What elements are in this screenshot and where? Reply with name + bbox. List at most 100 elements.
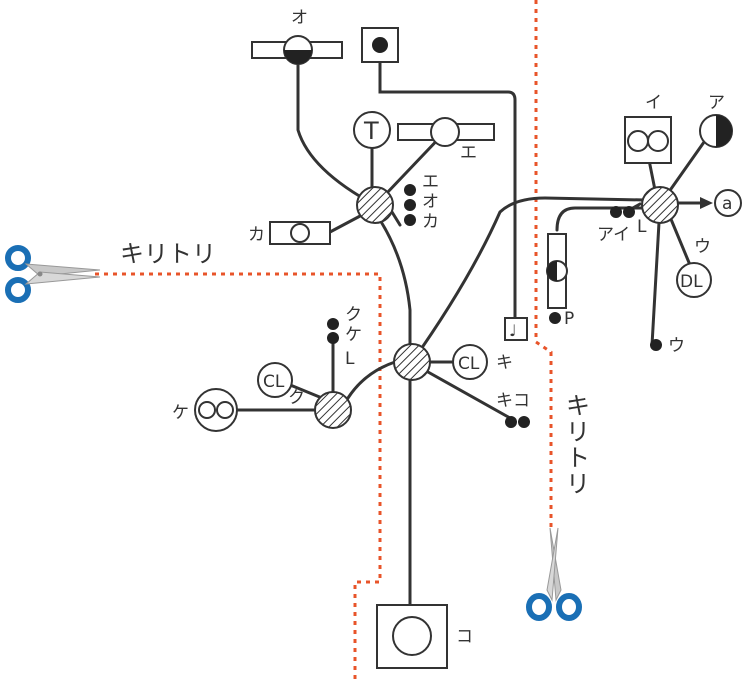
cl-ki-label: CL: [458, 354, 480, 374]
switch-t-label: T: [363, 117, 379, 145]
receptacle-i-right: [647, 130, 669, 152]
cut-line-left: [95, 272, 382, 682]
label-ke: ケ: [172, 403, 189, 423]
wire-junction3-to-p: [555, 206, 647, 232]
box-dot-frame: [361, 27, 399, 63]
label-u2: ウ: [668, 336, 685, 356]
switch-t: T: [353, 111, 391, 149]
cut-label-left: キリトリ: [120, 240, 216, 268]
dot-ku: [327, 318, 339, 330]
dot-ki: [505, 416, 517, 428]
label-ko: コ: [456, 627, 473, 647]
lamp-lower-half: [284, 50, 312, 64]
cut-label-right-1: キ: [566, 392, 590, 420]
receptacle-i: イ: [624, 93, 672, 164]
cut-label-right-3: ト: [566, 444, 590, 472]
scissor-pivot: [37, 271, 43, 277]
lamp-p: P: [546, 233, 574, 329]
cut-label-right-group: キ リ ト リ: [566, 392, 590, 498]
cut-label-right-4: リ: [566, 470, 590, 498]
wires: [234, 50, 713, 607]
scissor2-blade-right: [546, 527, 559, 602]
cl-ku-circle: [257, 362, 293, 398]
wire-junction2-to-junction3: [410, 196, 647, 364]
arrow-head: [700, 197, 713, 209]
circle-a: [714, 189, 742, 217]
label-ki: キ: [496, 353, 513, 373]
scissor2-handle-left: [526, 593, 552, 621]
label-stack-o: オ: [422, 192, 439, 212]
wire-junction3-to-a: [664, 133, 711, 198]
label-o-top: オ: [291, 8, 308, 28]
note-icon: ♩: [509, 321, 517, 340]
note-box: ♩: [504, 317, 528, 341]
ceiling-cl-ku: CL ク: [257, 362, 305, 408]
lamp-a-half: [716, 115, 732, 147]
wire-junction2-to-kiko: [426, 370, 512, 420]
receptacle-ke-left: [198, 401, 216, 419]
dot-o: [404, 199, 416, 211]
label-ka: カ: [248, 225, 265, 245]
cut-line-right: [534, 0, 553, 530]
switch-stack-1: エ オ カ: [404, 172, 439, 232]
wire-box-to-note: [378, 58, 517, 320]
label-stack-e: エ: [422, 172, 439, 192]
light-ka-circle: [290, 223, 310, 243]
receptacle-ke-right: [216, 401, 234, 419]
scissors-left: [5, 245, 101, 303]
label-ku: ク: [288, 388, 305, 408]
panel-ko-circle: [392, 616, 432, 656]
wall-light-ka: カ: [248, 221, 331, 245]
label-e: エ: [460, 143, 477, 163]
scissors-right: [526, 527, 582, 621]
lamp-a: ア: [699, 93, 733, 148]
wire-junction1-to-junction2: [378, 218, 412, 347]
dot-ke: [327, 332, 339, 344]
circle-a-label: a: [722, 194, 732, 214]
cl-ki-circle: [452, 344, 488, 380]
junction-box-3: [641, 186, 679, 224]
junction-box-4: [314, 391, 352, 429]
scissor2-handle-right: [556, 593, 582, 621]
label-ke-top: ケ: [345, 325, 362, 345]
label-i: イ: [645, 93, 662, 113]
dot-ka: [404, 214, 416, 226]
label-a: ア: [708, 93, 725, 113]
lamp-p-half: [547, 261, 557, 281]
ceiling-cl-ki: CL キ: [452, 344, 513, 380]
dl-circle: [676, 262, 712, 298]
dot-i: [623, 206, 635, 218]
dot-u: [650, 339, 662, 351]
note-box-frame: [504, 317, 528, 341]
switch-stack-2: ク ケ L: [327, 305, 362, 369]
wire-junction3-to-dl: [666, 210, 692, 267]
switch-u: ウ: [650, 336, 685, 356]
switch-ai: アイ L: [597, 206, 647, 245]
downlight-dl: DL ウ: [676, 237, 712, 298]
wire-junction2-to-junction4: [346, 360, 397, 400]
panel-ko: コ: [376, 604, 473, 669]
switch-kiko: キコ: [496, 391, 530, 428]
cl-ku-label: CL: [263, 372, 285, 392]
scissor-blade-bottom: [24, 271, 101, 285]
receptacle-ke: ケ: [172, 388, 238, 432]
ceiling-light-e: エ: [397, 117, 495, 163]
junction-box-2: [393, 343, 431, 381]
scissor-handle-bottom: [5, 277, 31, 303]
dot-p: [549, 312, 561, 324]
label-l2: L: [345, 349, 355, 369]
dl-label: DL: [680, 272, 703, 292]
junction-box-1: [356, 186, 394, 224]
cut-line-group: [95, 0, 553, 682]
label-kiko: キコ: [496, 391, 530, 411]
dot-ko: [518, 416, 530, 428]
dot-a: [610, 206, 622, 218]
circle-a-marker: a: [714, 189, 742, 217]
lamp-e-circle: [430, 117, 460, 147]
ceiling-light-o: オ: [251, 8, 343, 65]
wire-junction3-to-u: [650, 203, 662, 347]
wire-stack-to-junction: [390, 210, 402, 227]
box-dot-fill: [372, 37, 388, 53]
